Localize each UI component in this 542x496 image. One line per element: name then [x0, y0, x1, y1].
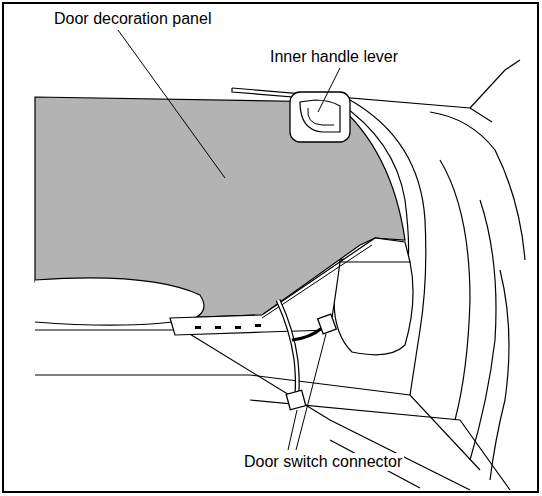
harness-core [278, 300, 297, 392]
body-curve [440, 160, 470, 420]
door-pocket [334, 253, 413, 355]
switch-bezel [170, 238, 410, 335]
door-outline [35, 60, 525, 490]
leader-line [288, 410, 297, 450]
body-curve [430, 112, 525, 260]
part-label: Inner handle lever [268, 48, 400, 66]
part-label: Door switch connector [242, 453, 404, 471]
handle-bezel [290, 92, 350, 142]
harness-branch [292, 328, 322, 340]
body-curve [490, 270, 509, 480]
sill-line [180, 328, 470, 490]
pillar-line [470, 60, 520, 108]
sill-line [35, 375, 480, 470]
leader-lines [118, 30, 340, 450]
clip-row [195, 324, 261, 329]
inner-handle-lever [300, 100, 340, 132]
leader-line [318, 68, 340, 112]
leader-line [118, 30, 225, 178]
leader-line [296, 334, 326, 450]
body-curve [470, 200, 496, 460]
handle-detail [308, 108, 334, 125]
part-label: Door decoration panel [52, 10, 213, 28]
frame [3, 3, 538, 492]
door-switch-connector [286, 390, 306, 410]
harness [278, 300, 297, 392]
door-switch-connector [318, 314, 337, 334]
